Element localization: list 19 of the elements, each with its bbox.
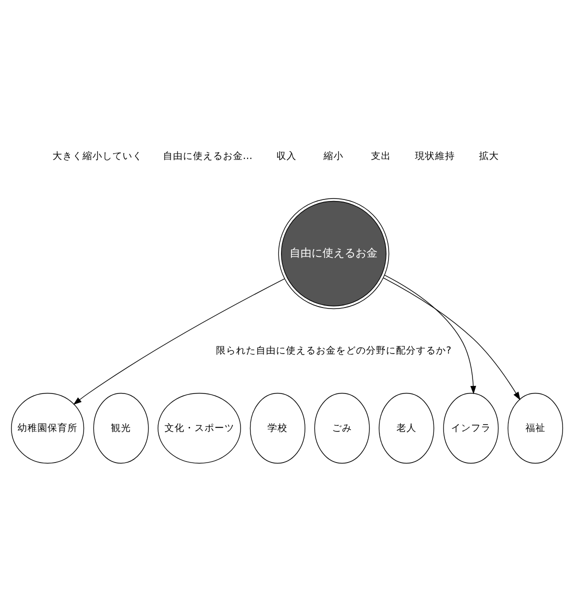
arrow <box>73 278 285 405</box>
label: 大きく縮小していく <box>52 150 142 162</box>
label: 自由に使えるお金… <box>162 150 252 162</box>
label: 支出 <box>370 150 391 162</box>
node-circle: 幼稚園保育所 <box>11 392 84 464</box>
node-ellipse: インフラ <box>443 392 499 464</box>
label: 現状維持 <box>414 150 455 162</box>
node-ellipse: 観光 <box>93 392 149 464</box>
node-circle: 自由に使えるお金 <box>278 198 390 310</box>
node-ellipse: 文化・スポーツ <box>158 392 241 464</box>
arrow <box>383 278 520 400</box>
node-ellipse: 老人 <box>378 392 434 464</box>
node-ellipse: 学校 <box>250 392 306 464</box>
node-ellipse: ごみ <box>314 392 370 464</box>
label: 限られた自由に使えるお金をどの分野に配分するか? <box>216 346 452 357</box>
label: 拡大 <box>478 150 499 162</box>
label: 収入 <box>276 150 297 162</box>
label: 縮小 <box>324 150 344 162</box>
arrow <box>384 274 476 394</box>
